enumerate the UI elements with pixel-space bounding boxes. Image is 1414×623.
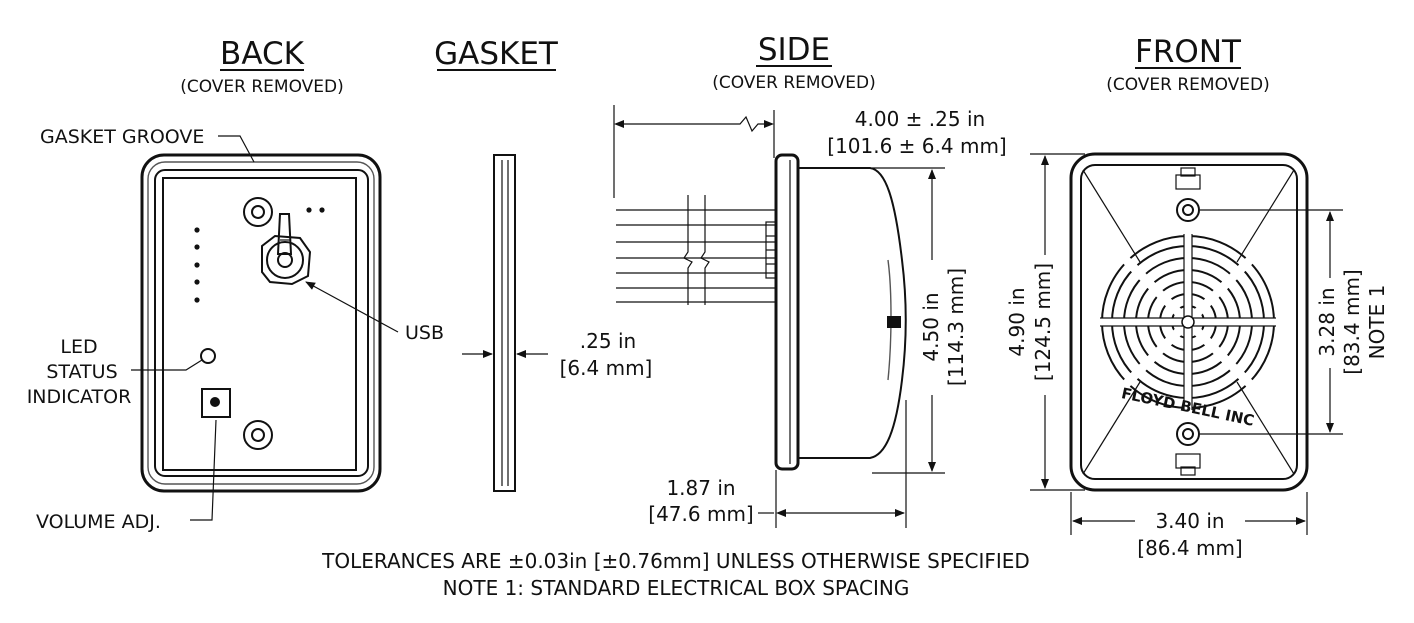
led-label-3: INDICATOR xyxy=(27,386,132,408)
front-width-mm: [86.4 mm] xyxy=(1137,536,1242,560)
volume-adj-label: VOLUME ADJ. xyxy=(36,511,161,533)
view-titles: BACK (COVER REMOVED) GASKET SIDE (COVER … xyxy=(180,32,1270,97)
side-flange xyxy=(774,153,800,471)
gasket-thickness-in: .25 in xyxy=(580,329,636,353)
hole-spacing-mm: [83.4 mm] xyxy=(1340,269,1364,374)
back-mounting-hole-bottom xyxy=(243,420,273,450)
side-body xyxy=(798,167,907,459)
back-subtitle: (COVER REMOVED) xyxy=(180,77,344,97)
side-height-mm: [114.3 mm] xyxy=(944,268,968,386)
indicator-dots xyxy=(194,207,325,303)
side-body-band xyxy=(887,316,901,328)
gasket-profile xyxy=(493,154,516,492)
led-status-indicator xyxy=(200,348,216,364)
speaker-grille: FLOYD BELL INC xyxy=(1100,234,1276,430)
gasket-groove-label: GASKET GROOVE xyxy=(40,126,204,148)
tolerance-note: TOLERANCES ARE ±0.03in [±0.76mm] UNLESS … xyxy=(321,549,1030,573)
front-title: FRONT xyxy=(1135,34,1242,70)
note-1-ref: NOTE 1 xyxy=(1365,285,1389,360)
gasket-view: .25 in [6.4 mm] xyxy=(462,154,653,492)
pcb-outline xyxy=(162,177,357,471)
front-inner-frame xyxy=(1080,164,1298,480)
back-title: BACK xyxy=(220,36,305,72)
front-subtitle: (COVER REMOVED) xyxy=(1106,75,1270,95)
front-screw-hole-bottom xyxy=(1176,422,1200,446)
volume-adjust-pot xyxy=(201,388,231,418)
back-mounting-hole-top xyxy=(243,197,273,227)
depth-in: 1.87 in xyxy=(666,476,735,500)
lead-length-mm: [101.6 ± 6.4 mm] xyxy=(827,134,1006,158)
back-outer-frame xyxy=(140,153,382,493)
led-label-1: LED xyxy=(60,336,97,358)
led-label-2: STATUS xyxy=(46,361,117,383)
front-outer-frame xyxy=(1069,152,1309,492)
front-view: FLOYD BELL INC 4.90 in [124.5 mm] 3.28 i… xyxy=(1005,152,1389,560)
hole-spacing-in: 3.28 in xyxy=(1315,287,1339,356)
gasket-groove xyxy=(147,161,375,485)
front-height-in: 4.90 in xyxy=(1005,287,1029,356)
back-inner-frame xyxy=(154,169,369,477)
usb-connector xyxy=(261,213,312,286)
general-notes: TOLERANCES ARE ±0.03in [±0.76mm] UNLESS … xyxy=(321,549,1030,600)
side-subtitle: (COVER REMOVED) xyxy=(712,73,876,93)
front-width-in: 3.40 in xyxy=(1155,509,1224,533)
side-title: SIDE xyxy=(758,32,830,68)
gasket-thickness-mm: [6.4 mm] xyxy=(560,356,653,380)
note-1: NOTE 1: STANDARD ELECTRICAL BOX SPACING xyxy=(443,576,910,600)
depth-mm: [47.6 mm] xyxy=(648,502,753,526)
side-height-in: 4.50 in xyxy=(919,292,943,361)
front-screw-hole-top xyxy=(1176,198,1200,222)
usb-label: USB xyxy=(405,322,444,344)
side-view: 4.00 ± .25 in [101.6 ± 6.4 mm] xyxy=(613,105,1007,528)
lead-wires xyxy=(616,195,775,305)
lead-length-in: 4.00 ± .25 in xyxy=(855,107,985,131)
gasket-title: GASKET xyxy=(434,36,559,72)
back-view xyxy=(131,135,399,521)
back-callouts: GASKET GROOVE USB LED STATUS INDICATOR V… xyxy=(27,126,444,533)
front-height-mm: [124.5 mm] xyxy=(1031,263,1055,381)
